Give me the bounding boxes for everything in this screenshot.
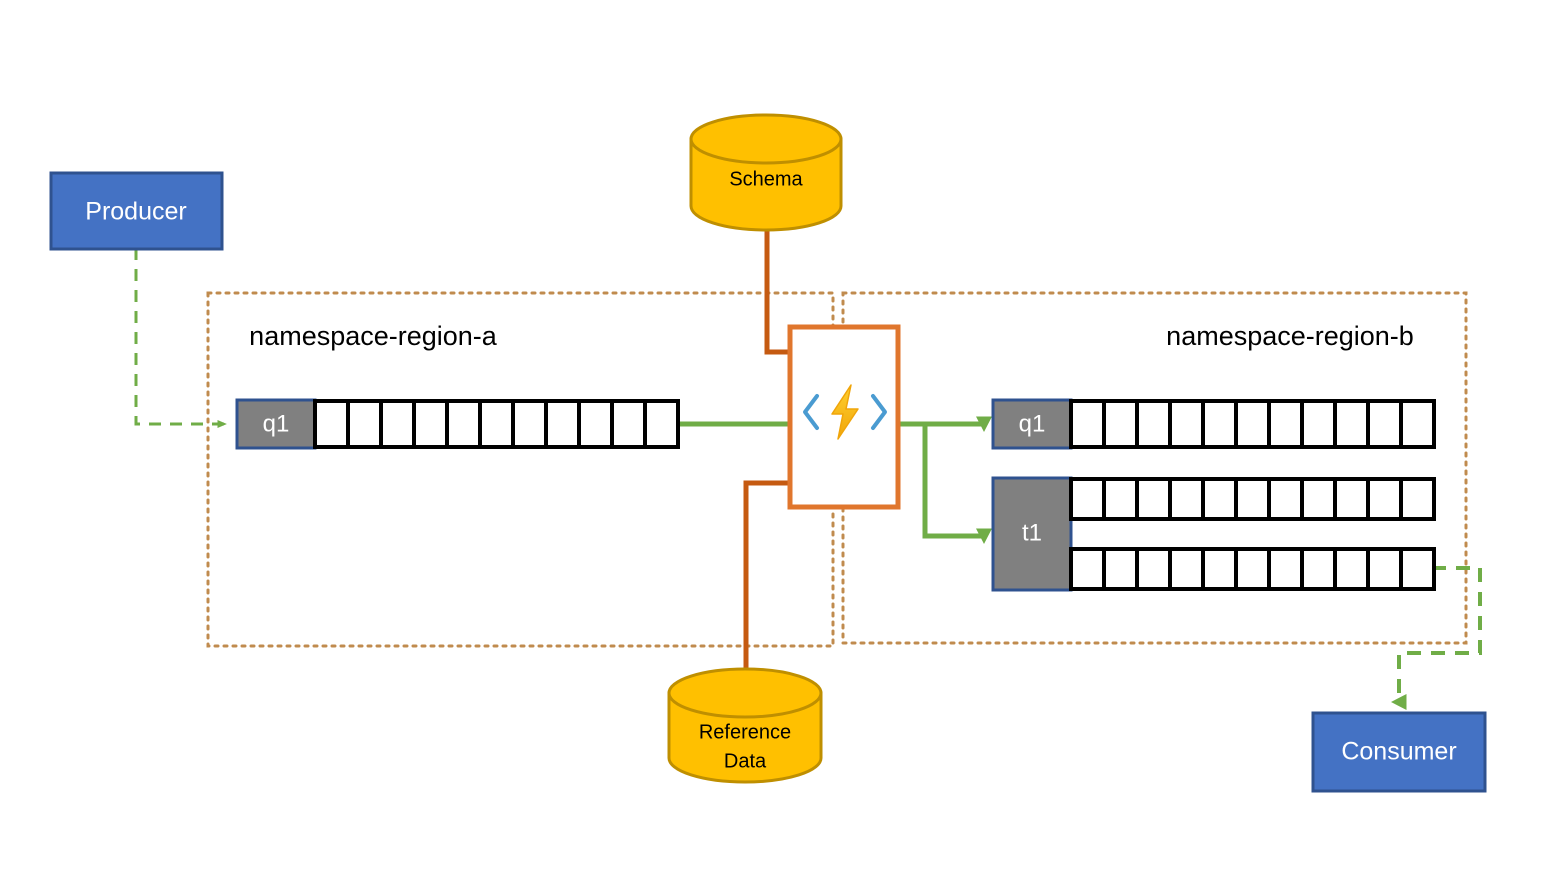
schema-label: Schema — [729, 168, 803, 190]
consumer-label: Consumer — [1341, 738, 1456, 766]
azure-function-bolt-icon — [803, 384, 887, 440]
reference-data-label-line-2: Data — [724, 750, 767, 772]
reference-data-datastore[interactable]: Reference Data — [667, 667, 823, 784]
consumer-box[interactable]: Consumer — [1311, 711, 1487, 793]
flow-topic-b-to-consumer — [1391, 566, 1482, 710]
reference-data-label-line-1: Reference — [699, 721, 791, 743]
producer-box[interactable]: Producer — [49, 171, 224, 251]
queue-b-q1-label: q1 — [1019, 410, 1046, 437]
topic-b-t1[interactable]: t1 — [991, 476, 1436, 592]
flow-producer-to-queue-a — [134, 248, 227, 428]
queue-b-q1[interactable]: q1 — [991, 398, 1436, 450]
topic-b-t1-label: t1 — [1022, 519, 1042, 546]
queue-a-q1-cells — [313, 399, 680, 449]
namespace-region-a-label: namespace-region-a — [249, 321, 498, 351]
queue-b-q1-cells — [1069, 399, 1436, 449]
queue-a-q1-label: q1 — [263, 410, 290, 437]
queue-a-q1[interactable]: q1 — [235, 398, 680, 450]
namespace-region-b-label: namespace-region-b — [1166, 321, 1414, 351]
flow-function-to-topic-b — [922, 424, 992, 544]
azure-function-box[interactable] — [787, 324, 901, 510]
schema-datastore[interactable]: Schema — [689, 113, 843, 232]
topic-b-t1-cells-row-2 — [1069, 547, 1436, 591]
producer-label: Producer — [85, 198, 186, 226]
topic-b-t1-cells-row-1 — [1069, 477, 1436, 521]
topic-b-t1-header — [991, 476, 1073, 592]
